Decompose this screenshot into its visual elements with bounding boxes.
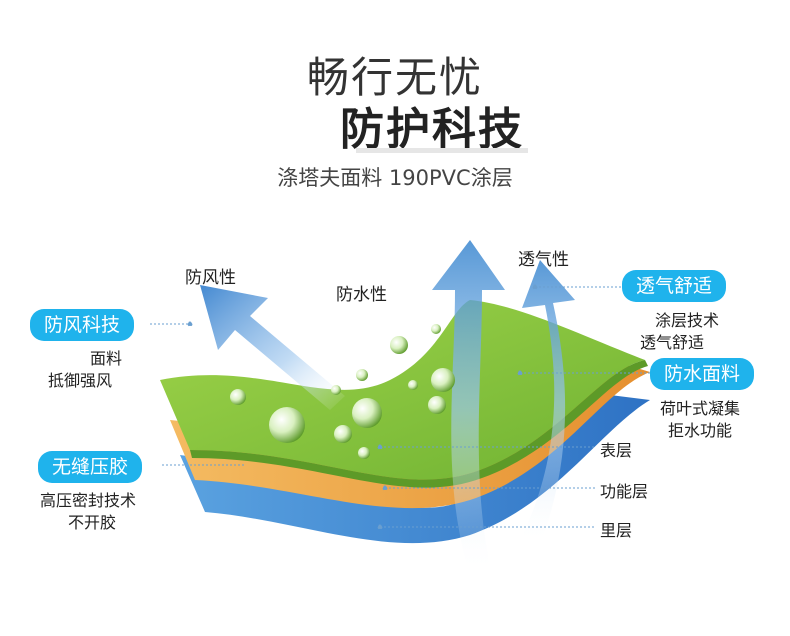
water-arrow [432, 240, 505, 575]
connector-lines [150, 284, 652, 530]
windproof-desc-1: 面料 [90, 349, 123, 368]
layer-outer-label: 表层 [600, 441, 633, 460]
waterproof-desc-2: 拒水功能 [668, 421, 733, 440]
seamless-desc-2: 不开胶 [68, 513, 117, 532]
inner-layer [180, 395, 650, 544]
title-line2: 防护科技 [340, 104, 524, 155]
breath-label: 透气性 [518, 250, 569, 270]
windproof-desc-2: 抵御强风 [48, 371, 113, 390]
wind-label: 防风性 [185, 268, 236, 288]
wind-arrow [200, 285, 345, 410]
seamless-desc-1: 高压密封技术 [40, 491, 137, 510]
breath-arrow [520, 260, 575, 545]
layer-inner-label: 里层 [600, 521, 633, 540]
windproof-badge: 防风科技 [30, 309, 135, 341]
water-label: 防水性 [336, 285, 387, 305]
breathable-desc-1: 涂层技术 [655, 311, 720, 330]
water-droplets [230, 324, 455, 459]
seamless-badge: 无缝压胶 [38, 451, 143, 483]
middle-layer [170, 360, 650, 509]
layer-middle-label: 功能层 [600, 482, 649, 501]
breathable-desc-2: 透气舒适 [640, 333, 705, 352]
breathable-badge: 透气舒适 [622, 270, 727, 302]
title-underline [356, 148, 528, 153]
subtitle: 涤塔夫面料 190PVC涂层 [277, 166, 513, 190]
waterproof-badge: 防水面料 [650, 358, 755, 390]
title-line1: 畅行无忧 [306, 53, 483, 102]
waterproof-desc-1: 荷叶式凝集 [660, 399, 741, 418]
